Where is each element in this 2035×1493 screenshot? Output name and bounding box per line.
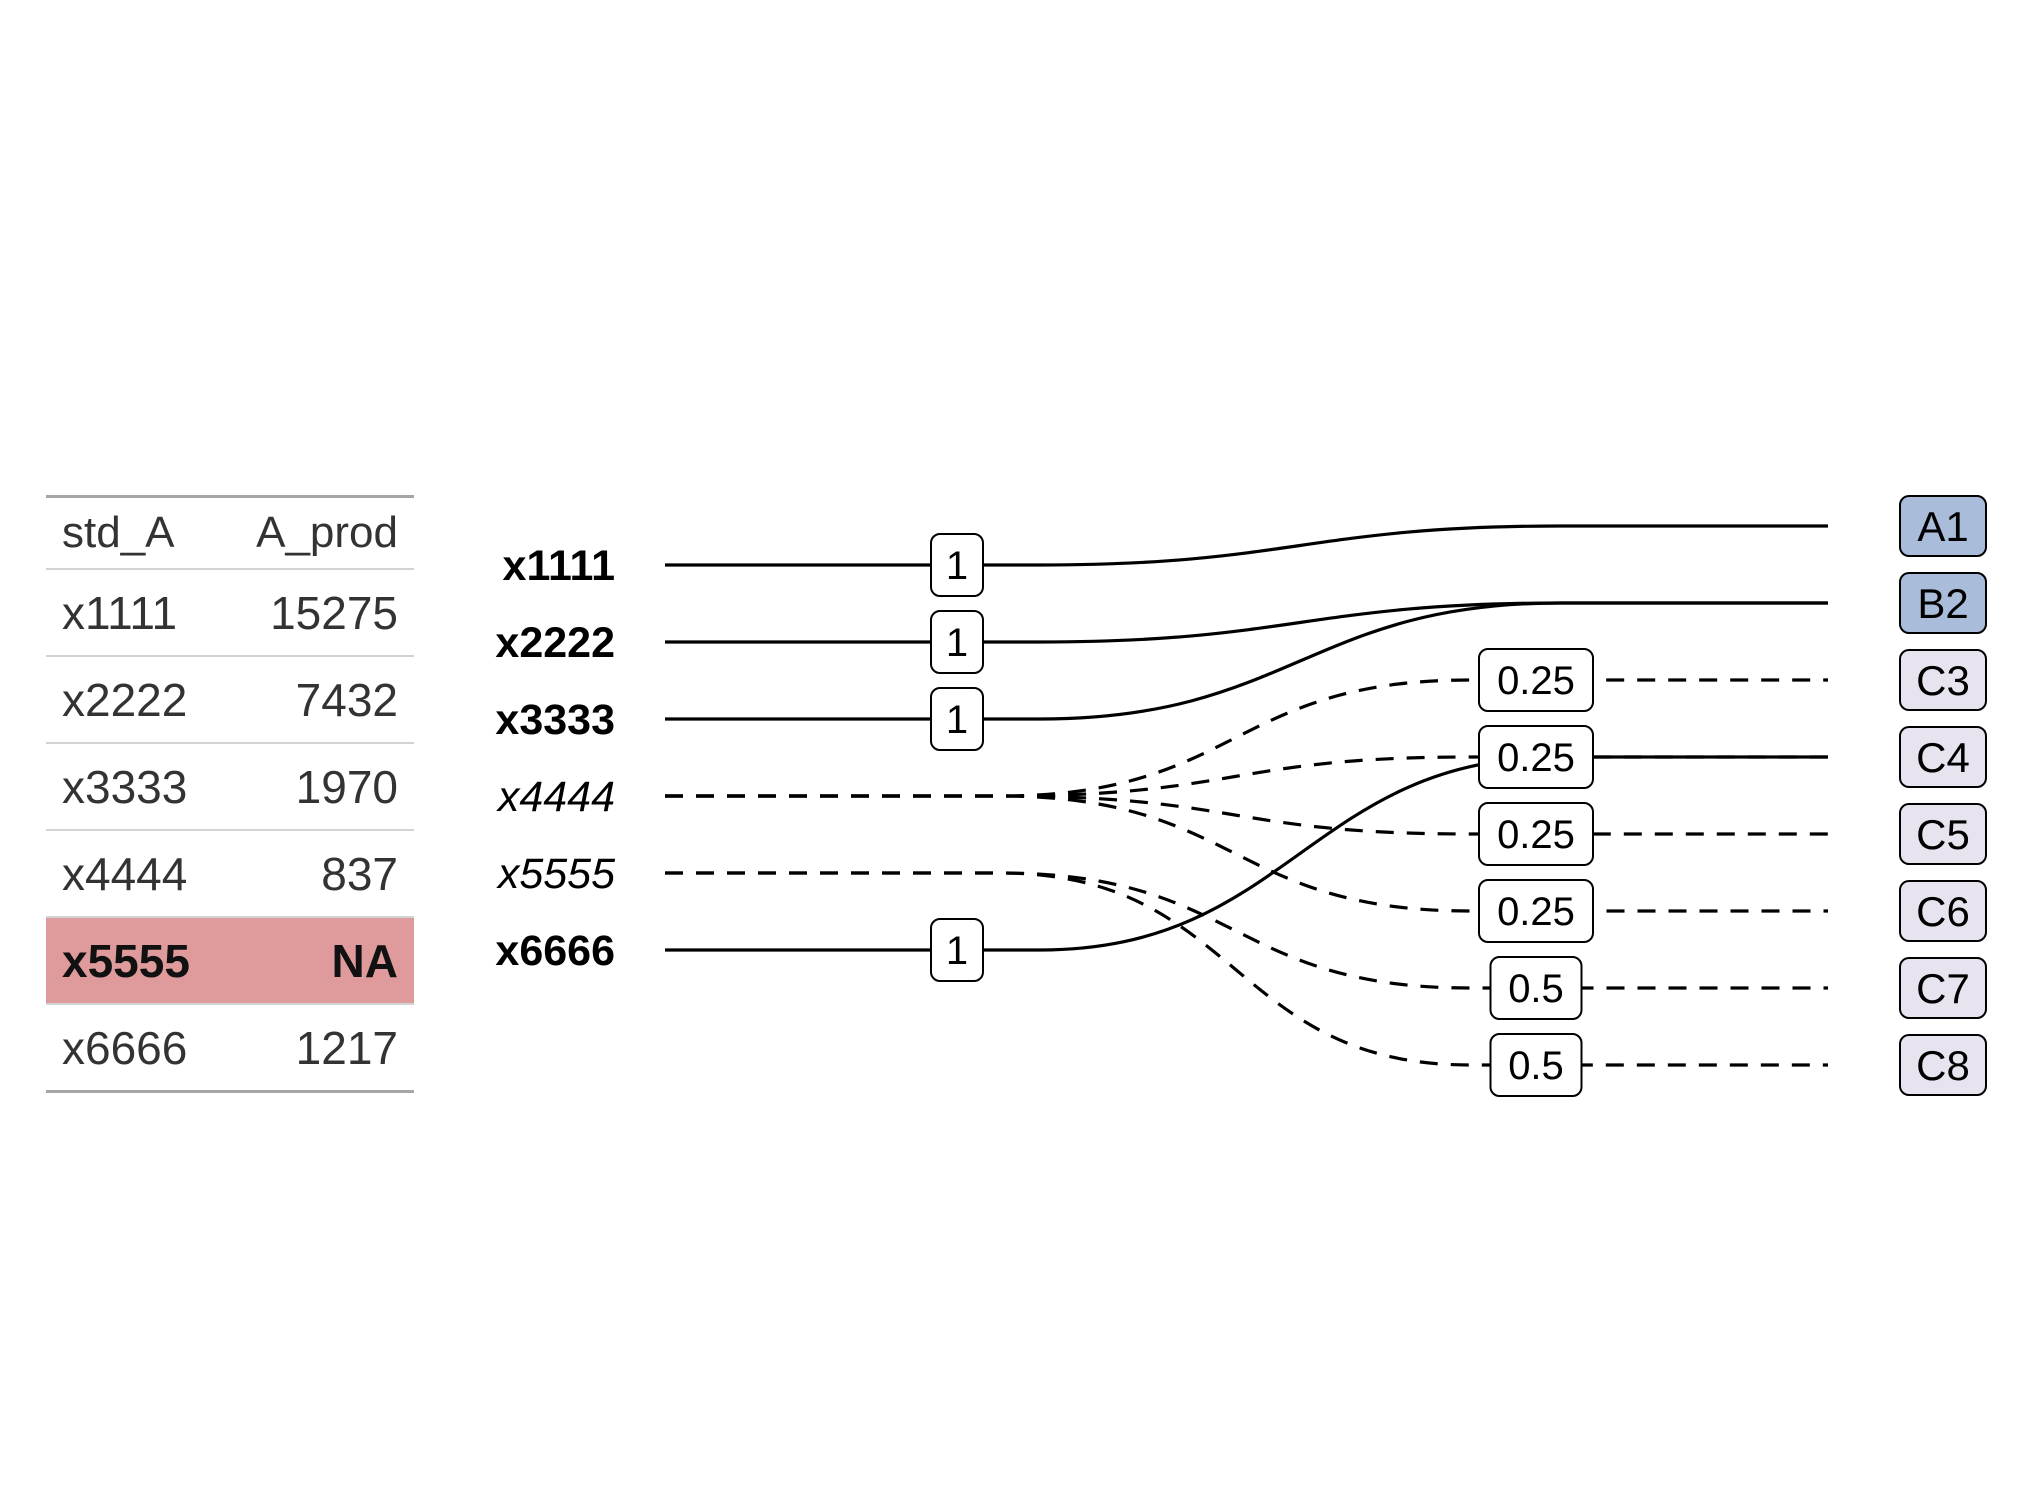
- column-header-a-prod: A_prod: [256, 508, 398, 557]
- target-node: A1: [1899, 495, 1987, 557]
- cell-a-prod: 7432: [295, 673, 398, 726]
- cell-std-a: x1111: [62, 586, 178, 639]
- weight-box: 1: [930, 918, 984, 982]
- column-header-std-a: std_A: [62, 508, 175, 557]
- weight-box: 0.5: [1489, 1033, 1583, 1097]
- target-label: A1: [1917, 503, 1968, 550]
- weight-label: 0.25: [1497, 890, 1575, 934]
- cell-a-prod: NA: [331, 934, 398, 987]
- cell-std-a: x4444: [62, 847, 188, 900]
- source-label: x5555: [496, 850, 616, 898]
- target-node: C5: [1899, 803, 1987, 865]
- target-label: C8: [1916, 1042, 1970, 1089]
- link-x4444-C3: [665, 678, 1828, 798]
- cell-std-a: x5555: [62, 934, 190, 987]
- source-label: x2222: [495, 619, 615, 667]
- table-row: x2222 7432: [46, 657, 414, 744]
- cell-std-a: x3333: [62, 760, 188, 813]
- cell-a-prod: 15275: [270, 586, 398, 639]
- weight-label: 1: [946, 698, 968, 742]
- weight-box: 1: [930, 687, 984, 751]
- weight-label: 1: [946, 544, 968, 588]
- weight-label: 1: [946, 621, 968, 665]
- weight-box: 1: [930, 610, 984, 674]
- target-node: B2: [1899, 572, 1987, 634]
- table-row: x1111 15275: [46, 570, 414, 657]
- weight-label: 0.5: [1508, 1044, 1564, 1088]
- source-label: x4444: [496, 773, 615, 821]
- target-label: C4: [1916, 734, 1970, 781]
- source-label: x3333: [495, 696, 615, 744]
- table-row: x3333 1970: [46, 744, 414, 831]
- link-x4444-C5: [665, 794, 1828, 836]
- link-x5555-C8: [665, 871, 1828, 1067]
- target-node: C3: [1899, 649, 1987, 711]
- target-node: C8: [1899, 1034, 1987, 1096]
- cell-std-a: x6666: [62, 1021, 188, 1074]
- source-labels-layer: x1111 x2222 x3333 x4444 x5555 x6666: [495, 542, 616, 975]
- target-label: C7: [1916, 965, 1970, 1012]
- weight-box: 0.25: [1478, 879, 1594, 943]
- table-header-row: std_A A_prod: [46, 498, 414, 570]
- weight-label: 0.25: [1497, 736, 1575, 780]
- target-label: B2: [1917, 580, 1968, 627]
- source-label: x1111: [503, 542, 615, 590]
- link-x3333-B2: [665, 601, 1828, 721]
- target-node: C4: [1899, 726, 1987, 788]
- weight-label: 1: [946, 929, 968, 973]
- table-row: x4444 837: [46, 831, 414, 918]
- weight-label: 0.5: [1508, 967, 1564, 1011]
- target-label: C5: [1916, 811, 1970, 858]
- table-row: x6666 1217: [46, 1005, 414, 1090]
- table-row: x5555 NA: [46, 918, 414, 1005]
- weight-box: 0.25: [1478, 802, 1594, 866]
- link-x2222-B2: [665, 601, 1828, 644]
- link-x1111-A1: [665, 524, 1828, 567]
- target-node: C6: [1899, 880, 1987, 942]
- target-label: C6: [1916, 888, 1970, 935]
- link-x5555-C7: [665, 871, 1828, 990]
- source-label: x6666: [495, 927, 615, 975]
- target-node: C7: [1899, 957, 1987, 1019]
- weight-box: 1: [930, 533, 984, 597]
- table-body: x1111 15275 x2222 7432 x3333 1970 x4444 837 x555…: [46, 570, 414, 1090]
- link-x4444-C4: [665, 755, 1828, 798]
- target-label: C3: [1916, 657, 1970, 704]
- data-table: std_A A_prod x1111 15275 x2222 7432 x3333 197…: [46, 495, 414, 1093]
- table-top-rule: [46, 495, 414, 498]
- weight-box: 0.25: [1478, 725, 1594, 789]
- cell-a-prod: 837: [321, 847, 398, 900]
- link-x6666-C4: [665, 755, 1828, 952]
- weight-labels-layer: 1 1 1 1 0.25 0.25 0.25 0.25 0.5 0.5: [930, 533, 1594, 1097]
- cell-a-prod: 1970: [295, 760, 398, 813]
- weight-box: 0.5: [1489, 956, 1583, 1020]
- link-x4444-C6: [665, 794, 1828, 913]
- cell-std-a: x2222: [62, 673, 188, 726]
- table-bottom-rule: [46, 1090, 414, 1093]
- weight-box: 0.25: [1478, 648, 1594, 712]
- weight-label: 0.25: [1497, 659, 1575, 703]
- cell-a-prod: 1217: [295, 1021, 398, 1074]
- weight-label: 0.25: [1497, 813, 1575, 857]
- links-layer: [665, 524, 1828, 1067]
